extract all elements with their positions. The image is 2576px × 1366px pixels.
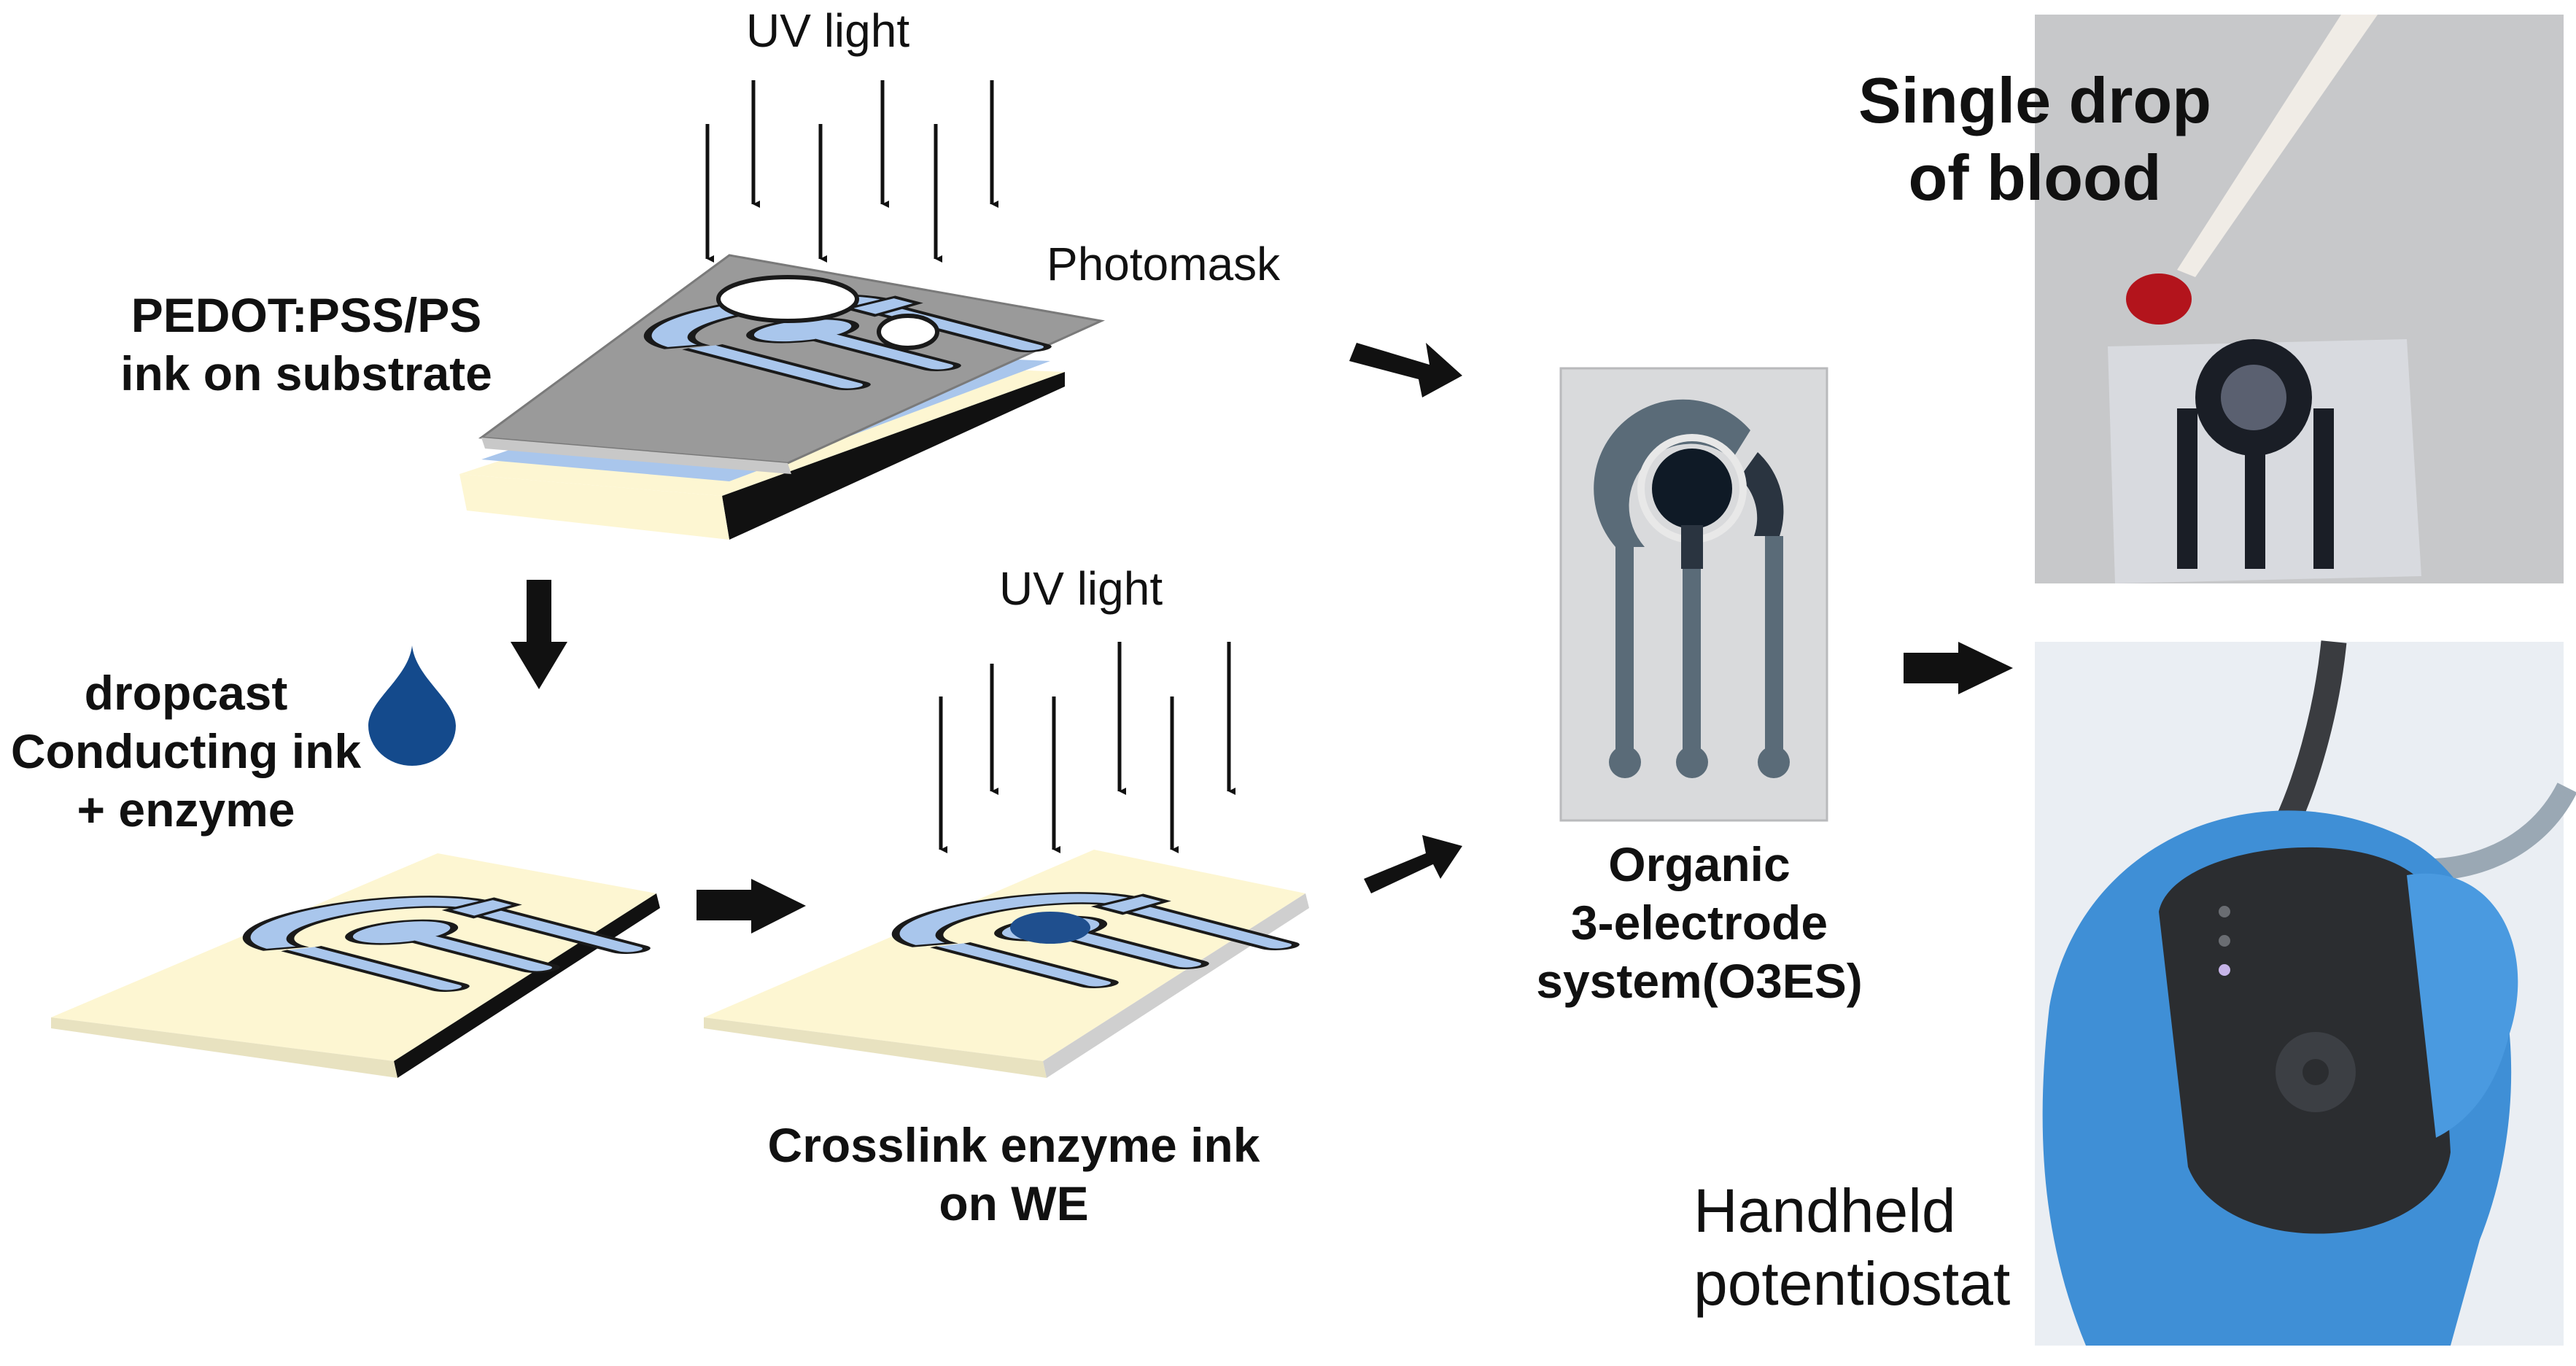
crosslink-label-line2: on WE: [939, 1176, 1089, 1230]
handheld-label: Handheld potentiostat: [1694, 1174, 2010, 1320]
crosslink-label: Crosslink enzyme ink on WE: [729, 1116, 1298, 1233]
o3es-label-line3: system(O3ES): [1536, 954, 1863, 1008]
right-arrow-icon: [1349, 343, 1462, 397]
blood-label-line2: of blood: [1908, 141, 2162, 214]
right-arrow-icon: [1904, 642, 2013, 694]
dropcast-label-line3: + enzyme: [77, 783, 295, 837]
handheld-label-line2: potentiostat: [1694, 1249, 2011, 1318]
o3es-label-line2: 3-electrode: [1570, 896, 1828, 950]
blood-label-line1: Single drop: [1858, 64, 2211, 136]
dropcast-label-line2: Conducting ink: [10, 724, 362, 778]
dropcast-label: dropcast Conducting ink + enzyme: [0, 664, 372, 839]
o3es-label-line1: Organic: [1608, 837, 1791, 891]
handheld-label-line1: Handheld: [1694, 1176, 1956, 1245]
potentiostat-photo: [2035, 640, 2576, 1346]
right-arrow-icon: [1364, 835, 1462, 893]
uv-arrows-bottom: [939, 642, 1235, 853]
photomask-stack: [459, 254, 1106, 540]
o3es-label: Organic 3-electrode system(O3ES): [1502, 835, 1896, 1010]
photomask-label: Photomask: [1047, 238, 1281, 290]
o3es-photo: [1559, 367, 1828, 822]
right-arrow-icon: [697, 879, 806, 934]
uv-light-label-bottom: UV light: [999, 562, 1163, 615]
pedot-label-line2: ink on substrate: [120, 346, 492, 400]
blood-drop-photo: [2035, 15, 2564, 583]
ink-drop-icon: [368, 645, 456, 766]
down-arrow-icon: [511, 580, 567, 689]
pedot-label-line1: PEDOT:PSS/PS: [131, 288, 482, 342]
pedot-label: PEDOT:PSS/PS ink on substrate: [109, 286, 503, 403]
uv-light-label-top: UV light: [746, 4, 910, 57]
dropcast-substrate: [51, 853, 671, 1078]
crosslink-label-line1: Crosslink enzyme ink: [767, 1118, 1260, 1172]
uv-arrows-top: [705, 80, 998, 263]
crosslink-substrate: [704, 850, 1320, 1078]
blood-label: Single drop of blood: [1823, 62, 2246, 217]
dropcast-label-line1: dropcast: [84, 666, 288, 720]
